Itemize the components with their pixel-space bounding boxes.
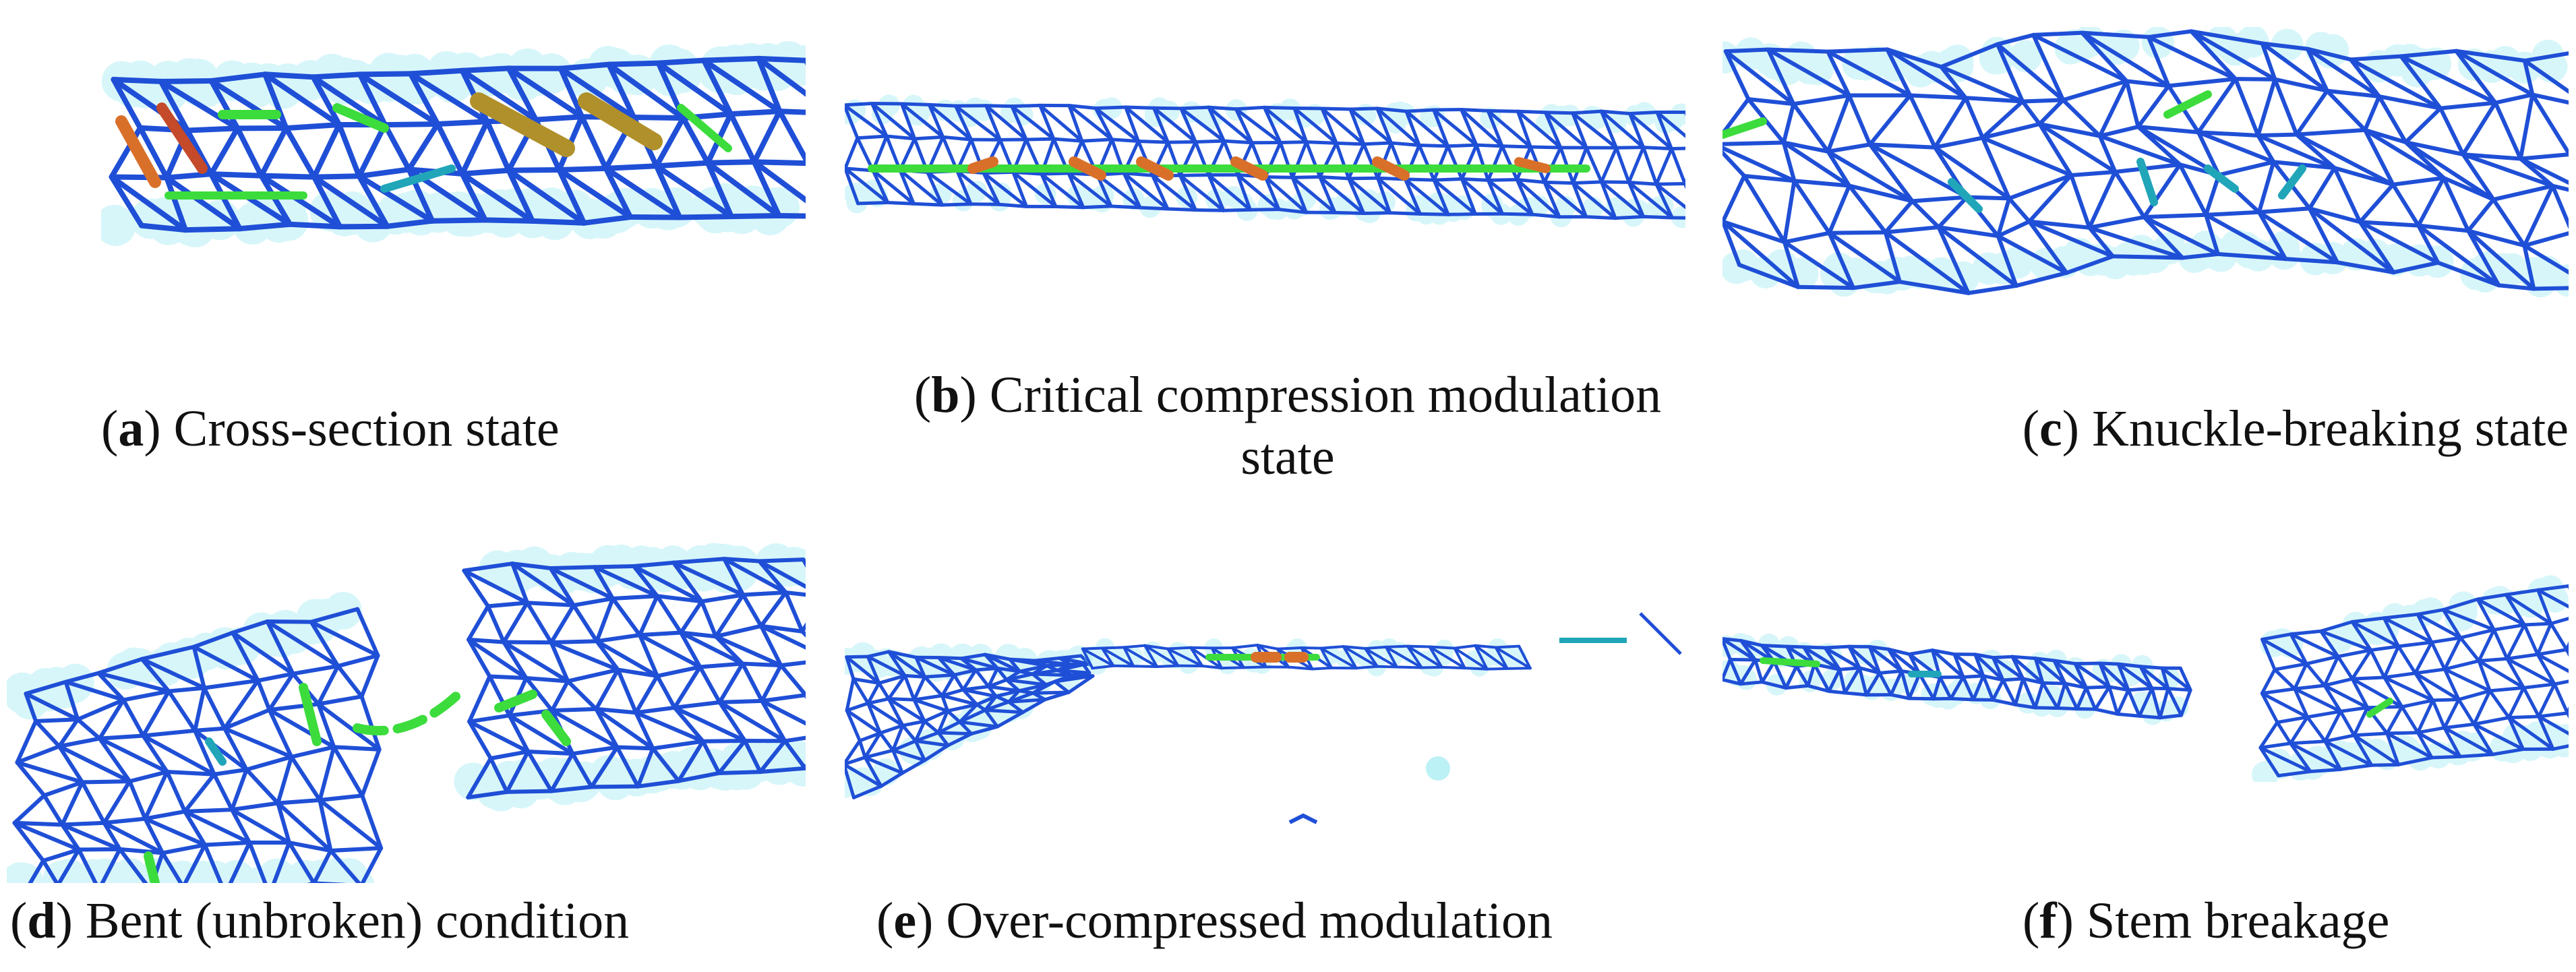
- panel-f-svg: [1723, 575, 2569, 782]
- caption-e-text: Over-compressed modulation: [946, 892, 1553, 949]
- caption-c: (c) Knuckle-breaking state: [2022, 400, 2569, 457]
- panel-c-image: [1723, 27, 2569, 317]
- caption-d-text: Bent (unbroken) condition: [85, 892, 630, 949]
- caption-b-text: Critical compression modulation: [989, 367, 1662, 423]
- panel-a-image: [101, 27, 806, 297]
- panel-b-image: [845, 67, 1685, 243]
- caption-e: (e) Over-compressed modulation: [876, 892, 1553, 949]
- caption-f-text: Stem breakage: [2086, 892, 2390, 949]
- panel-d-svg: [7, 543, 806, 883]
- caption-d: (d) Bent (unbroken) condition: [10, 892, 630, 949]
- caption-a: (a) Cross-section state: [101, 400, 560, 457]
- panel-d-image: [7, 539, 806, 883]
- caption-a-text: Cross-section state: [173, 400, 560, 457]
- panel-a-svg: [101, 41, 806, 247]
- caption-b: (b) Critical compression modulation stat…: [856, 364, 1719, 488]
- caption-c-text: Knuckle-breaking state: [2092, 400, 2569, 457]
- panel-b-svg: [845, 94, 1685, 229]
- panel-c-svg: [1723, 27, 2569, 298]
- panel-e-image: [845, 593, 1685, 843]
- panel-f-image: [1723, 573, 2569, 782]
- caption-f: (f) Stem breakage: [2023, 892, 2390, 949]
- panel-e-svg: [845, 612, 1682, 824]
- caption-b-text-line2: state: [1240, 429, 1335, 485]
